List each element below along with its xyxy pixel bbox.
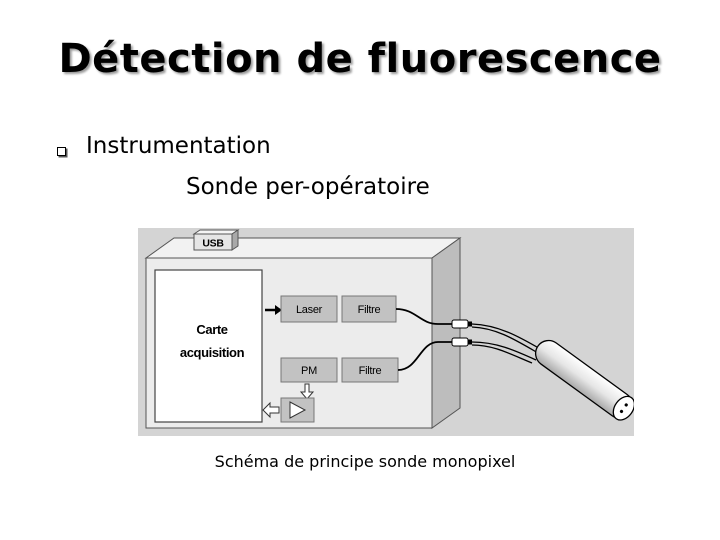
arrow-pm-to-amplifier <box>299 383 315 400</box>
pm-label: PM <box>301 365 317 377</box>
laser-module <box>280 295 338 323</box>
enclosure-right-face <box>431 237 461 429</box>
probe-tip-fiber-2 <box>619 409 624 414</box>
arrow-head-laser <box>275 305 282 315</box>
enclosure-top-face <box>144 237 462 259</box>
external-fiber-top <box>471 323 543 351</box>
probe-tip-fiber-1 <box>624 403 628 407</box>
usb-label: USB <box>202 238 224 250</box>
board-label-line1: Carte <box>196 322 227 337</box>
fiber-from-pm <box>397 341 456 371</box>
usb-top-face <box>192 229 240 235</box>
probe-schematic: USB Carte acquisition Laser Filtre PM Fi… <box>138 228 636 436</box>
amplifier-triangle-icon <box>289 401 307 419</box>
laser-label: Laser <box>296 304 323 316</box>
external-fiber-top-inner <box>471 326 539 354</box>
filter-bottom-module <box>341 357 399 383</box>
arrow-amplifier-to-board <box>262 401 280 419</box>
bullet-instrumentation: Instrumentation <box>86 133 271 159</box>
square-bullet-icon <box>57 147 66 156</box>
probe-tip <box>612 395 636 421</box>
pm-module <box>280 357 338 383</box>
diagram-caption: Schéma de principe sonde monopixel <box>214 452 516 471</box>
board-label-line2: acquisition <box>180 345 245 360</box>
slide-title: Détection de fluorescence <box>58 36 662 82</box>
usb-right-face <box>231 229 239 251</box>
usb-block <box>193 233 233 251</box>
fiber-connector-bottom-tip <box>468 339 472 345</box>
filter-bottom-label: Filtre <box>359 365 382 377</box>
fiber-connector-top <box>451 319 469 329</box>
subheading-probe: Sonde per-opératoire <box>186 174 430 200</box>
filter-top-label: Filtre <box>358 304 381 316</box>
acquisition-board <box>154 269 263 423</box>
external-fiber-bottom <box>471 341 537 361</box>
fiber-from-laser <box>395 308 456 325</box>
external-fiber-bottom-inner <box>471 344 533 364</box>
fiber-connector-top-tip <box>468 321 472 327</box>
fiber-connector-bottom <box>451 337 469 347</box>
